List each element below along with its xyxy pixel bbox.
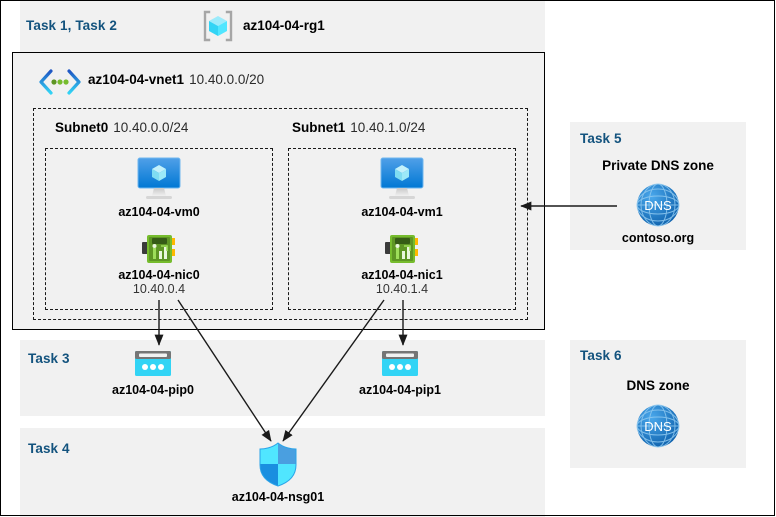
resource-group-cube-icon: [200, 8, 236, 44]
subnet1-dashed-box: [288, 148, 516, 310]
network-interface-icon: [342, 232, 462, 266]
private-dns-zone-heading: Private DNS zone: [602, 158, 714, 173]
pip0-name: az104-04-pip0: [112, 383, 194, 397]
dns-zone-node[interactable]: DNS: [598, 403, 718, 449]
network-security-group-shield-icon: [218, 441, 338, 488]
nic1-ip: 10.40.1.4: [375, 282, 429, 296]
nsg-name: az104-04-nsg01: [231, 490, 325, 504]
subnet1-name: Subnet1: [292, 120, 346, 135]
public-ip-address-icon: [340, 348, 460, 380]
nic1-name: az104-04-nic1: [361, 268, 443, 282]
vm1-node[interactable]: az104-04-vm1: [342, 155, 462, 219]
subnet1-cidr: 10.40.1.0/24: [350, 120, 426, 135]
pip0-node[interactable]: az104-04-pip0: [93, 348, 213, 397]
svg-text:DNS: DNS: [644, 419, 672, 434]
vnet-name: az104-04-vnet1: [88, 72, 185, 87]
dns-globe-icon: DNS: [598, 403, 718, 449]
svg-text:DNS: DNS: [644, 198, 672, 213]
nic1-node[interactable]: az104-04-nic1 10.40.1.4: [342, 232, 462, 296]
vm0-node[interactable]: az104-04-vm0: [99, 155, 219, 219]
subnet0-cidr: 10.40.0.0/24: [113, 120, 189, 135]
private-dns-zone-node[interactable]: DNS contoso.org: [598, 182, 718, 245]
nic0-ip: 10.40.0.4: [132, 282, 186, 296]
vnet-container: [12, 52, 545, 330]
virtual-machine-icon: [342, 155, 462, 203]
network-interface-icon: [99, 232, 219, 266]
subnet0-name: Subnet0: [55, 120, 109, 135]
task3-label: Task 3: [28, 351, 70, 366]
vnet-left-border: [12, 52, 13, 330]
task1-task2-label: Task 1, Task 2: [26, 18, 117, 33]
subnet1-title: Subnet1 10.40.1.0/24: [292, 120, 425, 135]
vnet-address-space: 10.40.0.0/20: [189, 72, 265, 87]
virtual-network-icon: [38, 69, 82, 95]
private-dns-zone-name: contoso.org: [621, 231, 695, 245]
task4-label: Task 4: [28, 441, 70, 456]
subnets-outer-dashed-box: [33, 108, 528, 320]
nic0-node[interactable]: az104-04-nic0 10.40.0.4: [99, 232, 219, 296]
vnet-title: az104-04-vnet1 10.40.0.0/20: [88, 72, 264, 87]
virtual-machine-icon: [99, 155, 219, 203]
task6-label: Task 6: [580, 348, 622, 363]
dns-globe-icon: DNS: [598, 182, 718, 228]
nic0-name: az104-04-nic0: [118, 268, 200, 282]
resource-group-name: az104-04-rg1: [243, 18, 325, 33]
vm0-name: az104-04-vm0: [118, 205, 200, 219]
public-ip-address-icon: [93, 348, 213, 380]
subnet0-title: Subnet0 10.40.0.0/24: [55, 120, 188, 135]
vm1-name: az104-04-vm1: [361, 205, 443, 219]
resource-group-header-band: [20, 0, 545, 52]
task5-label: Task 5: [580, 131, 622, 146]
nsg-node[interactable]: az104-04-nsg01: [218, 441, 338, 504]
dns-zone-heading: DNS zone: [626, 378, 690, 393]
